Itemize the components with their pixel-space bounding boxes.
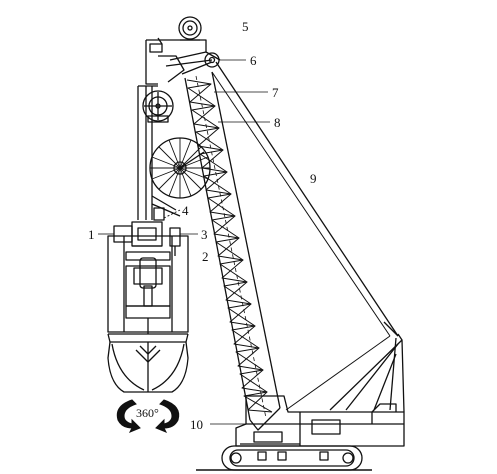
label-1: 1 (88, 227, 95, 242)
rear-frame (329, 321, 405, 413)
label-4: 4 (182, 203, 189, 218)
clamp-frame (113, 221, 163, 247)
top-winch (178, 16, 202, 41)
leader-rails (137, 85, 158, 220)
label-7: 7 (272, 85, 279, 100)
leader-sheave (142, 90, 174, 123)
cutter-wheels (107, 333, 189, 393)
rotation-label: 360° (136, 406, 159, 420)
crawler-track (221, 443, 363, 471)
lower-links (151, 195, 181, 221)
trench-cutter-body (107, 235, 189, 334)
label-3: 3 (201, 227, 208, 242)
leader-line-4 (163, 209, 181, 219)
label-8: 8 (274, 115, 281, 130)
label-9: 9 (310, 171, 317, 186)
machine-body (235, 395, 405, 447)
hoist-cylinder (169, 227, 181, 256)
hose-reel-drum (149, 137, 211, 199)
back-pendant-cable (211, 61, 399, 411)
rotation-arrows (116, 399, 180, 433)
mast-head-frame (145, 37, 221, 85)
label-2: 2 (202, 249, 209, 264)
label-6: 6 (250, 53, 257, 68)
rotate-left-arrow (116, 399, 141, 433)
lattice-mast (184, 71, 281, 431)
label-10: 10 (190, 417, 203, 432)
label-5: 5 (242, 19, 249, 34)
rotate-right-arrow (155, 399, 180, 433)
